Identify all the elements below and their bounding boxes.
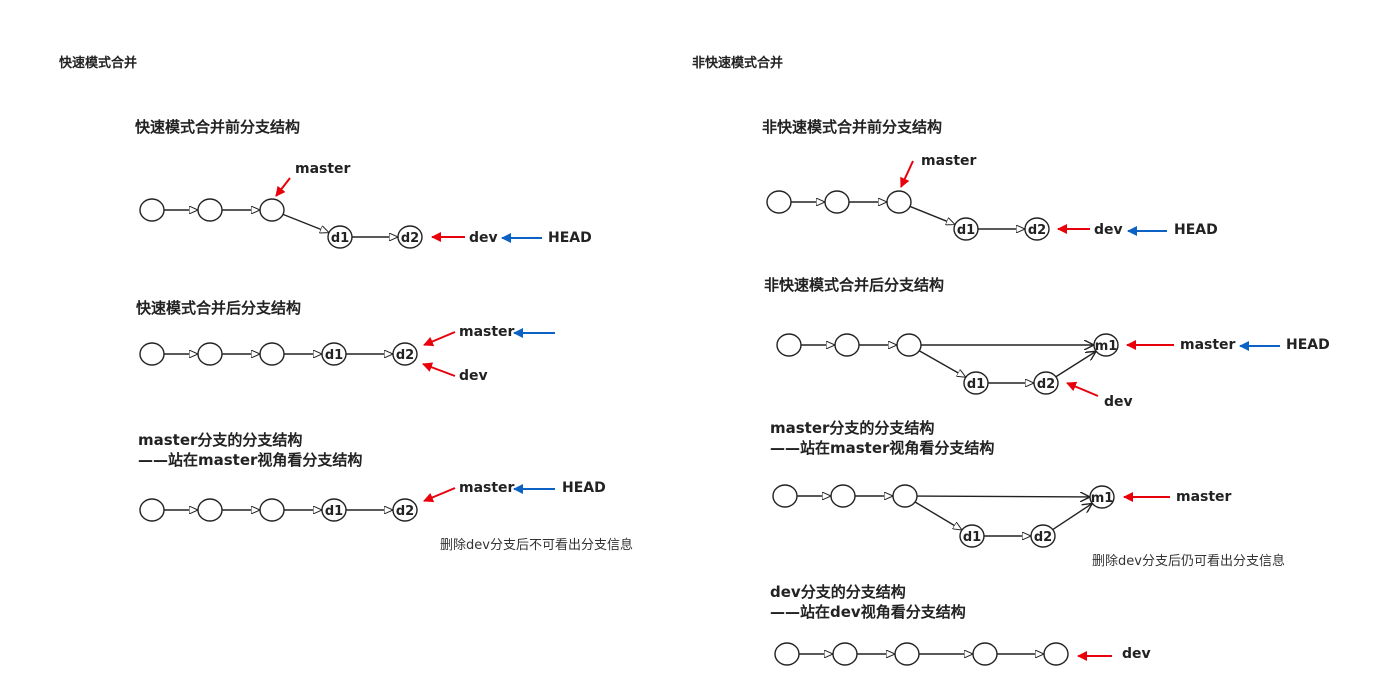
right4-commit-3: [894, 642, 920, 666]
right2-commit-3: [896, 333, 922, 357]
right3-commit-d1: [959, 524, 985, 548]
right3-edge-main: [916, 496, 1090, 497]
right3-commit-d2-label: d2: [1034, 530, 1052, 545]
right-diagram3-title-line1: master分支的分支结构: [770, 419, 935, 437]
left3-commit-1: [139, 498, 165, 522]
left2-commit-d1-label: d1: [325, 348, 343, 363]
left2-master-arrow: [423, 331, 456, 347]
right3-commit-1: [772, 484, 798, 508]
right-diagram4-title-line1: dev分支的分支结构: [770, 583, 906, 601]
right1-commit-2: [824, 190, 850, 214]
left1-commit-1: [139, 198, 165, 222]
left1-commit-2: [197, 198, 223, 222]
right3-commit-m1-label: m1: [1091, 491, 1114, 506]
right4-commit-5: [1043, 642, 1069, 666]
right-diagram4-title-line2: ——站在dev视角看分支结构: [770, 603, 966, 621]
left1-commit-d1: [327, 225, 353, 249]
left2-commit-1: [139, 342, 165, 366]
right1-edge-2: [909, 205, 955, 224]
left2-dev-arrow: [422, 362, 456, 377]
left3-commit-3: [259, 498, 285, 522]
right2-edge-branch: [918, 350, 966, 378]
left-d3-head-label: HEAD: [562, 480, 606, 496]
right1-commit-d1: [953, 217, 979, 241]
left-diagram3-title-line1: master分支的分支结构: [138, 431, 303, 449]
right4-commit-2: [832, 642, 858, 666]
right3-commit-2: [830, 484, 856, 508]
left-diagram1-title: 快速模式合并前分支结构: [135, 118, 301, 136]
left-d3-master-label: master: [459, 480, 515, 496]
right1-commit-d2-label: d2: [1028, 223, 1046, 238]
left-diagram3-title-line2: ——站在master视角看分支结构: [138, 451, 363, 469]
right-d1-dev-label: dev: [1094, 222, 1123, 238]
right1-commit-d1-label: d1: [957, 223, 975, 238]
right-diagram2-title: 非快速模式合并后分支结构: [764, 276, 945, 294]
left3-commit-d2-label: d2: [396, 504, 414, 519]
right4-commit-4: [972, 642, 998, 666]
left-d1-dev-label: dev: [469, 230, 498, 246]
right-d1-head-label: HEAD: [1174, 222, 1218, 238]
left1-commit-d2: [397, 225, 423, 249]
left-diagram2-title: 快速模式合并后分支结构: [136, 299, 302, 317]
left2-commit-3: [259, 342, 285, 366]
right2-edge-merge: [1055, 351, 1096, 378]
right2-commit-1: [776, 333, 802, 357]
right-d2-master-label: master: [1180, 337, 1236, 353]
right-d4-dev-label: dev: [1122, 646, 1151, 662]
left3-commit-d1: [321, 498, 347, 522]
right2-commit-m1-label: m1: [1095, 339, 1118, 354]
left2-commit-d1: [321, 342, 347, 366]
right-d1-master-label: master: [921, 153, 977, 169]
left2-commit-d2: [392, 342, 418, 366]
left3-master-arrow: [423, 487, 456, 503]
right1-commit-1: [766, 190, 792, 214]
right3-commit-3: [892, 484, 918, 508]
right4-commit-1: [774, 642, 800, 666]
left1-master-arrow: [275, 177, 291, 197]
right-d2-head-label: HEAD: [1286, 337, 1330, 353]
right2-commit-d1: [963, 371, 989, 395]
left1-commit-d2-label: d2: [401, 231, 419, 246]
right3-commit-d2: [1030, 524, 1056, 548]
right3-commit-d1-label: d1: [963, 530, 981, 545]
left-d1-master-label: master: [295, 161, 351, 177]
left3-commit-d2: [392, 498, 418, 522]
left3-commit-2: [197, 498, 223, 522]
left-d1-head-label: HEAD: [548, 230, 592, 246]
right-d3-master-label: master: [1176, 489, 1232, 505]
left1-commit-3: [259, 198, 285, 222]
right-diagram3-title-line2: ——站在master视角看分支结构: [770, 439, 995, 457]
right3-edge-branch: [914, 501, 962, 530]
right-diagram1-title: 非快速模式合并前分支结构: [762, 118, 943, 136]
right2-commit-d2: [1033, 371, 1059, 395]
left-d2-dev-label: dev: [459, 368, 488, 384]
right2-commit-d2-label: d2: [1037, 377, 1055, 392]
right-d2-dev-label: dev: [1104, 394, 1133, 410]
left1-commit-d1-label: d1: [331, 231, 349, 246]
right2-commit-d1-label: d1: [967, 377, 985, 392]
left3-commit-d1-label: d1: [325, 504, 343, 519]
right3-edge-merge: [1052, 503, 1093, 531]
section-title-no-fast-forward: 非快速模式合并: [692, 56, 784, 71]
right2-dev-arrow: [1066, 381, 1099, 397]
right1-commit-3: [886, 190, 912, 214]
right1-commit-d2: [1024, 217, 1050, 241]
right1-master-arrow: [900, 160, 914, 188]
left2-commit-2: [197, 342, 223, 366]
section-title-fast-forward: 快速模式合并: [59, 56, 138, 71]
left-note: 删除dev分支后不可看出分支信息: [440, 538, 633, 553]
left-d2-master-label: master: [459, 324, 515, 340]
right3-commit-m1: [1089, 485, 1115, 509]
left1-edge-2: [282, 213, 329, 232]
right2-commit-2: [834, 333, 860, 357]
right-note: 删除dev分支后仍可看出分支信息: [1092, 554, 1285, 569]
left2-commit-d2-label: d2: [396, 348, 414, 363]
right2-commit-m1: [1093, 333, 1119, 357]
